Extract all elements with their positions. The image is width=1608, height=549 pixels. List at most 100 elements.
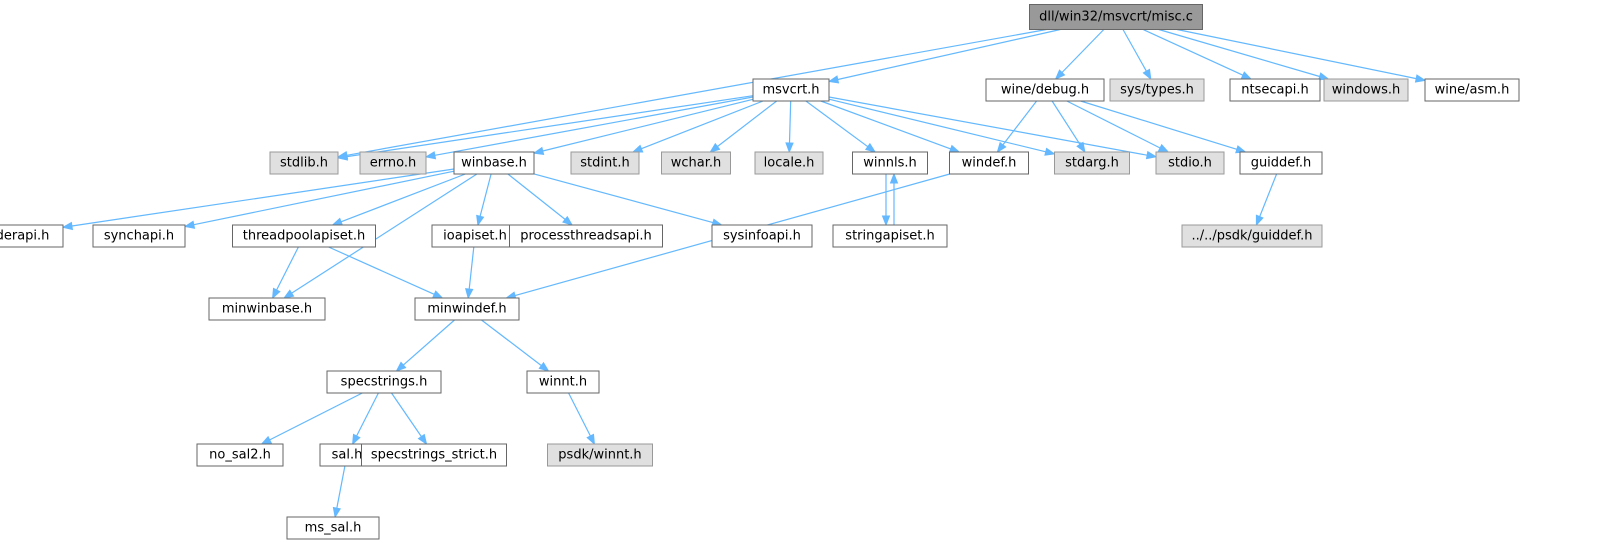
edge-winbase-h-to-minwinbase-h <box>282 173 478 299</box>
node-label: ../../psdk/guiddef.h <box>1191 229 1312 244</box>
edge-msvcrt-h-to-windef-h <box>820 100 961 153</box>
edge-line <box>468 246 475 290</box>
edge-line <box>533 173 714 224</box>
arrowhead <box>827 75 840 84</box>
node-ntsecapi-h[interactable]: ntsecapi.h <box>1229 78 1321 102</box>
arrowhead <box>709 142 721 153</box>
edge-specstrings-h-to-sal-h <box>351 392 379 446</box>
arrowhead <box>260 435 273 445</box>
node-box <box>754 151 824 175</box>
node-msvcrt-h[interactable]: msvcrt.h <box>752 78 830 102</box>
node-label: winbase.h <box>461 156 527 171</box>
edge-minwindef-h-to-winnt-h <box>481 319 550 372</box>
arrowhead <box>889 172 899 184</box>
node-box <box>414 297 520 321</box>
node-box <box>752 78 830 102</box>
node-minwinbase-h[interactable]: minwinbase.h <box>208 297 326 321</box>
node-box <box>985 78 1105 102</box>
edge-line <box>356 392 379 437</box>
edge-winbase-h-to-sysinfoapi-h <box>533 173 723 227</box>
edge-specstrings-h-to-specstrings-strict-h <box>391 392 428 446</box>
arrowhead <box>332 506 342 519</box>
edge-layer <box>61 28 1427 519</box>
edge-winbase-h-to-libloaderapi-h <box>61 168 455 231</box>
node-winnt-h[interactable]: winnt.h <box>526 370 600 394</box>
node-box <box>1054 151 1130 175</box>
node-dll-win32-msvcrt-misc-c[interactable]: dll/win32/msvcrt/misc.c <box>1029 4 1203 30</box>
node-wine-debug-h[interactable]: wine/debug.h <box>985 78 1105 102</box>
edge-dll-win32-msvcrt-misc-c-to-msvcrt-h <box>827 28 1061 84</box>
node-box <box>326 370 442 394</box>
edge-msvcrt-h-to-locale-h <box>785 100 794 154</box>
edge-line <box>276 246 299 291</box>
edge-line <box>1158 28 1320 78</box>
node-ioapiset-h[interactable]: ioapiset.h <box>431 224 519 248</box>
arrowhead <box>395 361 407 372</box>
node-locale-h: locale.h <box>754 151 824 175</box>
edge-line <box>1002 100 1038 146</box>
edge-dll-win32-msvcrt-misc-c-to-wine-debug-h <box>1054 29 1105 80</box>
node-box <box>570 151 640 175</box>
node-label: stdarg.h <box>1065 156 1119 171</box>
edge-line <box>479 173 492 217</box>
node-libloaderapi-h[interactable]: libloaderapi.h <box>0 224 64 248</box>
node-minwindef-h[interactable]: minwindef.h <box>414 297 520 321</box>
node-ms-sal-h[interactable]: ms_sal.h <box>286 516 380 540</box>
node-box <box>852 151 928 175</box>
node-box <box>711 224 813 248</box>
node-psdk-winnt-h: psdk/winnt.h <box>547 443 653 467</box>
node-label: ms_sal.h <box>305 521 362 536</box>
edge-msvcrt-h-to-stdlib-h <box>336 95 754 161</box>
node-threadpoolapiset-h[interactable]: threadpoolapiset.h <box>232 224 376 248</box>
edge-line <box>402 319 455 366</box>
node-processthreadsapi-h[interactable]: processthreadsapi.h <box>509 224 663 248</box>
edge-line <box>1176 28 1417 80</box>
edge-wine-debug-h-to-windef-h <box>996 100 1038 154</box>
node-box <box>92 224 186 248</box>
node-label: dll/win32/msvcrt/misc.c <box>1039 10 1193 25</box>
node-sal-h[interactable]: sal.h <box>319 443 375 467</box>
node-specstrings-strict-h[interactable]: specstrings_strict.h <box>361 443 507 467</box>
node-box <box>269 151 339 175</box>
node-box <box>196 443 284 467</box>
edge-line <box>568 392 591 437</box>
edge-ioapiset-h-to-minwindef-h <box>465 246 475 300</box>
node-psdk-guiddef-h: ../../psdk/guiddef.h <box>1181 224 1323 248</box>
node-label: ioapiset.h <box>443 229 507 244</box>
node-synchapi-h[interactable]: synchapi.h <box>92 224 186 248</box>
node-label: winnls.h <box>863 156 916 171</box>
node-specstrings-h[interactable]: specstrings.h <box>326 370 442 394</box>
node-no-sal2-h[interactable]: no_sal2.h <box>196 443 284 467</box>
edge-msvcrt-h-to-stdio-h <box>828 96 1158 160</box>
node-winbase-h[interactable]: winbase.h <box>453 151 535 175</box>
arrowhead <box>61 221 73 231</box>
node-stringapiset-h[interactable]: stringapiset.h <box>832 224 948 248</box>
arrowhead <box>351 433 361 446</box>
edge-msvcrt-h-to-stdarg-h <box>828 98 1056 156</box>
edge-line <box>1142 28 1244 76</box>
node-winnls-h[interactable]: winnls.h <box>852 151 928 175</box>
edge-line <box>828 98 1046 153</box>
node-wchar-h: wchar.h <box>661 151 731 175</box>
node-label: errno.h <box>370 156 417 171</box>
node-stdarg-h: stdarg.h <box>1054 151 1130 175</box>
edge-winnt-h-to-psdk-winnt-h <box>568 392 596 446</box>
node-box <box>1181 224 1323 248</box>
arrowhead <box>183 220 196 229</box>
node-label: windows.h <box>1332 83 1400 98</box>
edge-line <box>507 173 566 220</box>
node-guiddef-h[interactable]: guiddef.h <box>1239 151 1323 175</box>
edge-line <box>820 100 951 150</box>
node-label: wine/debug.h <box>1001 83 1089 98</box>
arrowhead <box>424 151 437 160</box>
node-wine-asm-h[interactable]: wine/asm.h <box>1424 78 1520 102</box>
node-windef-h[interactable]: windef.h <box>949 151 1029 175</box>
edge-line <box>340 173 466 223</box>
edge-line <box>269 392 363 441</box>
node-box <box>208 297 326 321</box>
node-sys-types-h: sys/types.h <box>1109 78 1205 102</box>
node-sysinfoapi-h[interactable]: sysinfoapi.h <box>711 224 813 248</box>
edge-threadpoolapiset-h-to-minwinbase-h <box>271 246 299 300</box>
node-box <box>661 151 731 175</box>
